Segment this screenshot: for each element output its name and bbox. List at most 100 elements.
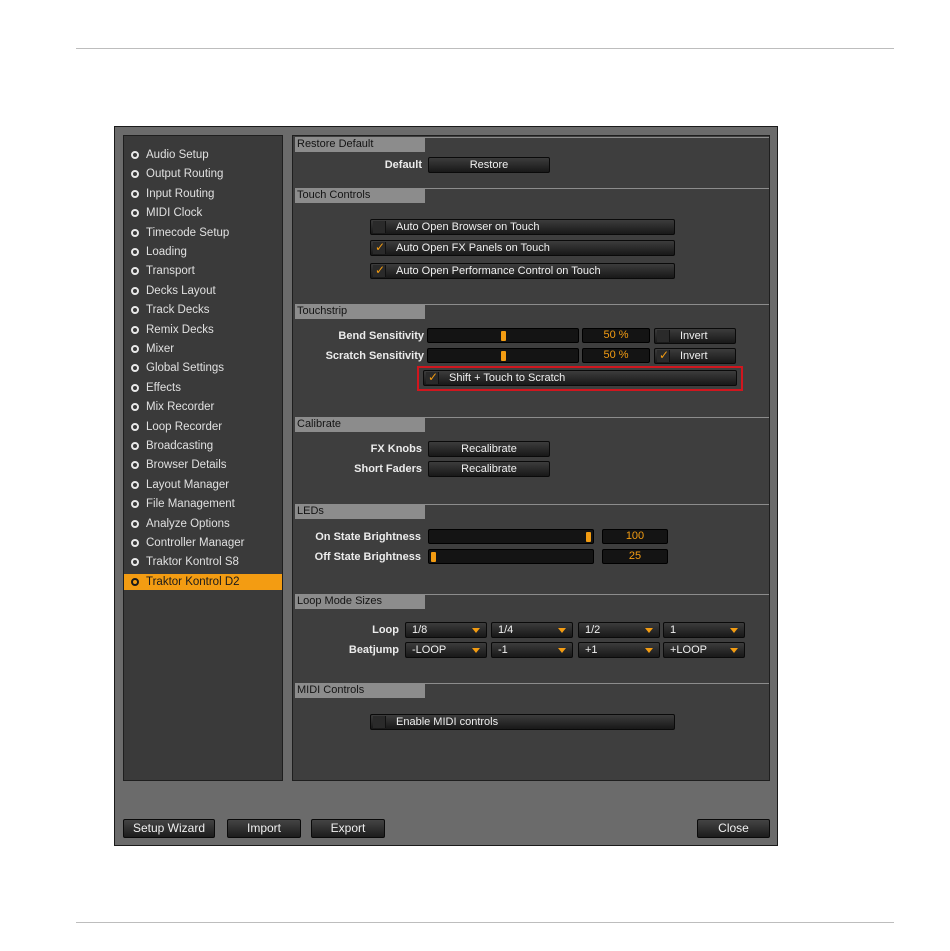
radio-dot-icon [131, 422, 139, 431]
sidebar-item-label: Decks Layout [146, 284, 216, 297]
loop-size-select-3[interactable]: 1/2 [578, 622, 660, 638]
radio-dot-icon [131, 403, 139, 412]
sidebar-item-label: Global Settings [146, 362, 224, 375]
radio-dot-icon [131, 558, 139, 567]
fx-knobs-recalibrate-button[interactable]: Recalibrate [428, 441, 550, 457]
bend-invert-toggle[interactable]: Invert [654, 328, 736, 344]
scratch-invert-toggle[interactable]: ✓ Invert [654, 348, 736, 364]
slider-thumb[interactable] [431, 552, 436, 562]
sidebar-item[interactable]: Traktor Kontrol D2 [124, 573, 282, 590]
off-state-brightness-value[interactable]: 25 [602, 549, 668, 564]
bend-sensitivity-value[interactable]: 50 % [582, 328, 650, 343]
sidebar-item[interactable]: Broadcasting [124, 438, 282, 454]
radio-dot-icon [131, 209, 139, 218]
sidebar-item-label: Mix Recorder [146, 401, 215, 414]
section-loop-mode-sizes: Loop Mode Sizes [295, 594, 425, 609]
sidebar-item-label: Output Routing [146, 168, 224, 181]
sidebar-item[interactable]: Decks Layout [124, 283, 282, 299]
on-state-brightness-value[interactable]: 100 [602, 529, 668, 544]
radio-dot-icon [131, 151, 139, 159]
beatjump-select-1[interactable]: -LOOP [405, 642, 487, 658]
sidebar-item[interactable]: Timecode Setup [124, 225, 282, 241]
sidebar-item[interactable]: Output Routing [124, 166, 282, 182]
export-button[interactable]: Export [311, 819, 385, 838]
loop-size-select-2[interactable]: 1/4 [491, 622, 573, 638]
enable-midi-controls-toggle[interactable]: Enable MIDI controls [370, 714, 675, 730]
beatjump-select-4[interactable]: +LOOP [663, 642, 745, 658]
sidebar-item[interactable]: Analyze Options [124, 516, 282, 532]
radio-dot-icon [131, 306, 139, 315]
shift-touch-scratch-toggle[interactable]: ✓ Shift + Touch to Scratch [423, 370, 737, 386]
section-divider [425, 137, 769, 138]
slider-thumb[interactable] [500, 331, 506, 341]
scratch-sensitivity-slider[interactable] [427, 348, 579, 363]
option-label: Shift + Touch to Scratch [449, 372, 566, 384]
import-button[interactable]: Import [227, 819, 301, 838]
bend-sensitivity-slider[interactable] [427, 328, 579, 343]
section-leds: LEDs [295, 504, 425, 519]
check-icon: ✓ [375, 240, 386, 254]
sidebar-item-label: MIDI Clock [146, 207, 203, 220]
sidebar-item[interactable]: Input Routing [124, 186, 282, 202]
section-divider [425, 417, 769, 418]
close-button[interactable]: Close [697, 819, 770, 838]
slider-thumb[interactable] [586, 532, 591, 542]
sidebar-item[interactable]: Loop Recorder [124, 419, 282, 435]
sidebar-item[interactable]: Track Decks [124, 302, 282, 318]
sidebar-item[interactable]: Loading [124, 244, 282, 260]
sidebar-item[interactable]: File Management [124, 496, 282, 512]
loop-size-select-4[interactable]: 1 [663, 622, 745, 638]
sidebar-item-label: Timecode Setup [146, 226, 230, 239]
short-faders-recalibrate-button[interactable]: Recalibrate [428, 461, 550, 477]
off-state-brightness-slider[interactable] [428, 549, 594, 564]
setup-wizard-button[interactable]: Setup Wizard [123, 819, 215, 838]
beatjump-select-2[interactable]: -1 [491, 642, 573, 658]
selected-value: 1 [670, 624, 677, 636]
sidebar-item[interactable]: Global Settings [124, 360, 282, 376]
sidebar-item[interactable]: Controller Manager [124, 535, 282, 551]
chevron-down-icon [730, 648, 738, 653]
auto-open-performance-toggle[interactable]: ✓ Auto Open Performance Control on Touch [370, 263, 675, 279]
sidebar-item-label: Broadcasting [146, 440, 214, 452]
off-state-brightness-label: Off State Brightness [314, 551, 421, 563]
auto-open-browser-toggle[interactable]: Auto Open Browser on Touch [370, 219, 675, 235]
radio-dot-icon [131, 345, 139, 353]
slider-thumb[interactable] [500, 351, 506, 361]
beatjump-label: Beatjump [348, 644, 399, 656]
chevron-down-icon [558, 628, 566, 633]
loop-size-select-1[interactable]: 1/8 [405, 622, 487, 638]
selected-value: -LOOP [412, 644, 447, 656]
sidebar-item-label: Audio Setup [146, 149, 209, 161]
sidebar-item-label: Loading [146, 246, 187, 258]
highlight-box [417, 366, 743, 391]
sidebar-item[interactable]: Mix Recorder [124, 399, 282, 415]
sidebar-item[interactable]: Remix Decks [124, 322, 282, 338]
on-state-brightness-slider[interactable] [428, 529, 594, 544]
sidebar-item[interactable]: Transport [124, 263, 282, 279]
sidebar-item[interactable]: Mixer [124, 341, 282, 357]
restore-button[interactable]: Restore [428, 157, 550, 173]
sidebar-item[interactable]: Layout Manager [124, 477, 282, 493]
section-divider [425, 188, 769, 189]
radio-dot-icon [131, 480, 139, 489]
radio-dot-icon [131, 539, 139, 547]
sidebar-item[interactable]: Browser Details [124, 457, 282, 473]
sidebar-item-label: Remix Decks [146, 323, 214, 336]
radio-dot-icon [131, 325, 139, 334]
option-label: Enable MIDI controls [396, 716, 499, 728]
sidebar-item[interactable]: Traktor Kontrol S8 [124, 554, 282, 570]
settings-panel: Restore Default Default Restore Touch Co… [292, 135, 770, 781]
selected-value: 1/2 [585, 624, 601, 636]
scratch-sensitivity-value[interactable]: 50 % [582, 348, 650, 363]
sidebar-item[interactable]: Audio Setup [124, 147, 282, 163]
sidebar-item-label: File Management [146, 498, 235, 511]
auto-open-fx-panels-toggle[interactable]: ✓ Auto Open FX Panels on Touch [370, 240, 675, 256]
section-divider [425, 683, 769, 684]
option-label: Auto Open Browser on Touch [396, 221, 540, 233]
chevron-down-icon [472, 648, 480, 653]
beatjump-select-3[interactable]: +1 [578, 642, 660, 658]
sidebar-item[interactable]: MIDI Clock [124, 205, 282, 221]
sidebar-item[interactable]: Effects [124, 380, 282, 396]
sidebar-item-label: Analyze Options [146, 517, 230, 530]
